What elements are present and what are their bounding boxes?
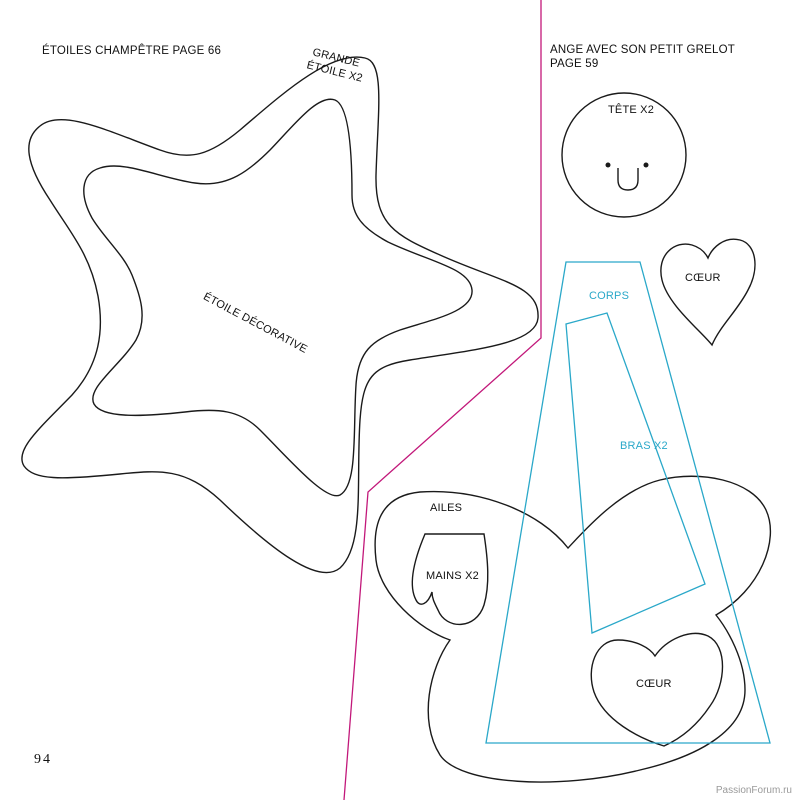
hands-label: MAINS X2 <box>426 570 479 582</box>
big-heart-label: CŒUR <box>636 678 672 690</box>
arms-label: BRAS X2 <box>620 440 668 452</box>
hands-outline <box>411 533 489 626</box>
head-circle <box>561 92 687 218</box>
wings-outline <box>374 475 771 783</box>
arms-pattern-outline <box>565 312 706 634</box>
mouth-icon <box>617 168 639 191</box>
head-label: TÊTE X2 <box>608 104 655 116</box>
decorative-star-outline <box>83 98 473 497</box>
small-heart-label: CŒUR <box>685 272 721 284</box>
big-heart-outline <box>590 632 724 747</box>
angel-title-line2: PAGE 59 <box>550 58 599 70</box>
watermark-text: PassionForum.ru <box>715 785 792 796</box>
angel-title-line1: ANGE AVEC SON PETIT GRELOT <box>550 44 735 56</box>
body-pattern-outline <box>485 261 771 744</box>
page-divider-line <box>343 0 542 800</box>
body-label: CORPS <box>589 290 630 302</box>
eye-left <box>605 162 611 168</box>
big-star-outline <box>21 56 539 574</box>
small-heart-outline <box>660 238 756 347</box>
stars-title: ÉTOILES CHAMPÊTRE PAGE 66 <box>42 45 222 57</box>
wings-label: AILES <box>430 502 463 514</box>
page-number: 94 <box>34 752 52 767</box>
eye-right <box>643 162 649 168</box>
